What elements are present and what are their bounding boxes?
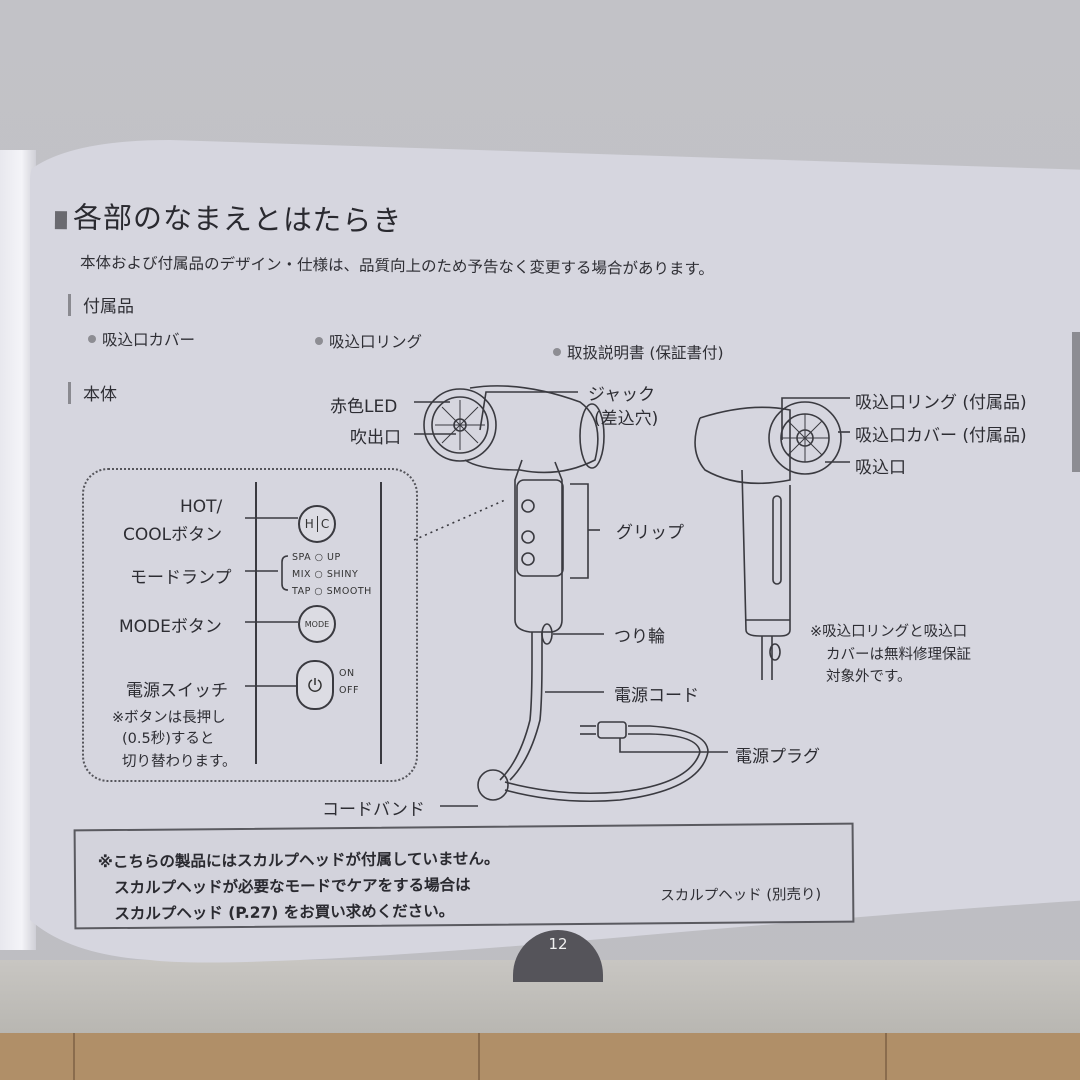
table-seam [73,1033,75,1080]
section-accessories: 付属品 [68,292,134,317]
power-on-label: ON [339,668,355,679]
rear-note-line: ※吸込口リングと吸込口 [810,624,968,640]
rear-note-line: カバーは無料修理保証 [826,647,971,663]
notice-line: スカルプヘッド (P.27) をお買い求めください。 [114,902,455,924]
power-plug-label: 電源プラグ [735,747,820,767]
hot-label: H [304,517,314,531]
hot-cool-button[interactable]: H C [298,505,336,543]
accessory-item: 吸込口リング [315,330,422,352]
lamp-right: SMOOTH [326,586,372,597]
grip-label: グリップ [616,523,684,543]
press-note-line: 切り替わります。 [122,754,237,770]
control-panel-detail-box [82,468,418,782]
lamp-left: MIX [292,569,312,580]
jack-label: ジャック [588,385,656,405]
lamp-row: SPA ○ UP [292,552,341,563]
section-bar-icon [68,382,71,404]
accessory-item: 吸込口カバー [88,328,195,350]
red-led-label: 赤色LED [330,397,398,417]
press-note-line: ※ボタンは長押し [112,710,226,726]
panel-outline-right [380,482,382,764]
press-note-line: (0.5秒)すると [122,731,215,747]
bullet-icon [88,335,96,343]
accessory-item-label: 取扱説明書 (保証書付) [567,344,724,362]
cool-label: C [320,517,330,531]
section-accessories-label: 付属品 [83,297,134,317]
accessory-item-label: 吸込口リング [329,333,423,351]
scalp-head-notice-box: ※こちらの製品にはスカルプヘッドが付属していません。 スカルプヘッドが必要なモー… [73,822,855,930]
lamp-row: TAP ○ SMOOTH [292,586,372,597]
section-body-label: 本体 [83,385,117,405]
section-bar-icon [68,294,71,316]
power-switch-label: 電源スイッチ [126,681,228,701]
lamp-right: UP [327,552,341,563]
rear-note-line: 対象外です。 [826,669,912,685]
lamp-left: SPA [292,552,312,563]
mode-lamp-label: モードランプ [130,568,232,588]
power-cord-label: 電源コード [614,686,699,706]
power-switch[interactable] [296,660,334,710]
hot-cool-label-2: COOLボタン [123,525,223,545]
lamp-indicator-icon: ○ [314,569,324,580]
accessory-item-label: 吸込口カバー [102,331,196,349]
lamp-right: SHINY [326,569,359,580]
bullet-icon [553,348,561,356]
jack-sub-label: (差込穴) [594,409,659,429]
bullet-icon [315,337,323,345]
power-off-label: OFF [339,685,359,696]
power-icon [308,678,322,692]
lamp-row: MIX ○ SHINY [292,569,358,580]
panel-outline-left [255,482,257,764]
table-seam [885,1033,887,1080]
lamp-left: TAP [292,586,311,597]
hot-cool-label-1: HOT/ [180,497,223,517]
notice-line: スカルプヘッドが必要なモードでケアをする場合は [114,875,471,898]
lamp-indicator-icon: ○ [314,552,324,563]
section-body: 本体 [68,380,117,405]
scalp-head-caption: スカルプヘッド (別売り) [660,886,822,905]
hanging-ring-label: つり輪 [614,627,665,647]
outlet-label: 吹出口 [350,428,401,448]
mode-button-label: MODEボタン [119,617,222,637]
cord-band-label: コードバンド [322,800,425,820]
intake-ring-label: 吸込口リング (付属品) [855,393,1027,413]
intake-label: 吸込口 [855,458,906,478]
intake-cover-label: 吸込口カバー (付属品) [855,426,1027,446]
mode-button[interactable]: MODE [298,605,336,643]
table-seam [478,1033,480,1080]
wooden-table [0,1033,1080,1080]
page-tab-marker [1072,332,1080,472]
hot-cool-divider [316,516,318,532]
lamp-indicator-icon: ○ [314,586,324,597]
accessory-item: 取扱説明書 (保証書付) [553,341,724,363]
notice-line: ※こちらの製品にはスカルプヘッドが付属していません。 [97,849,500,872]
